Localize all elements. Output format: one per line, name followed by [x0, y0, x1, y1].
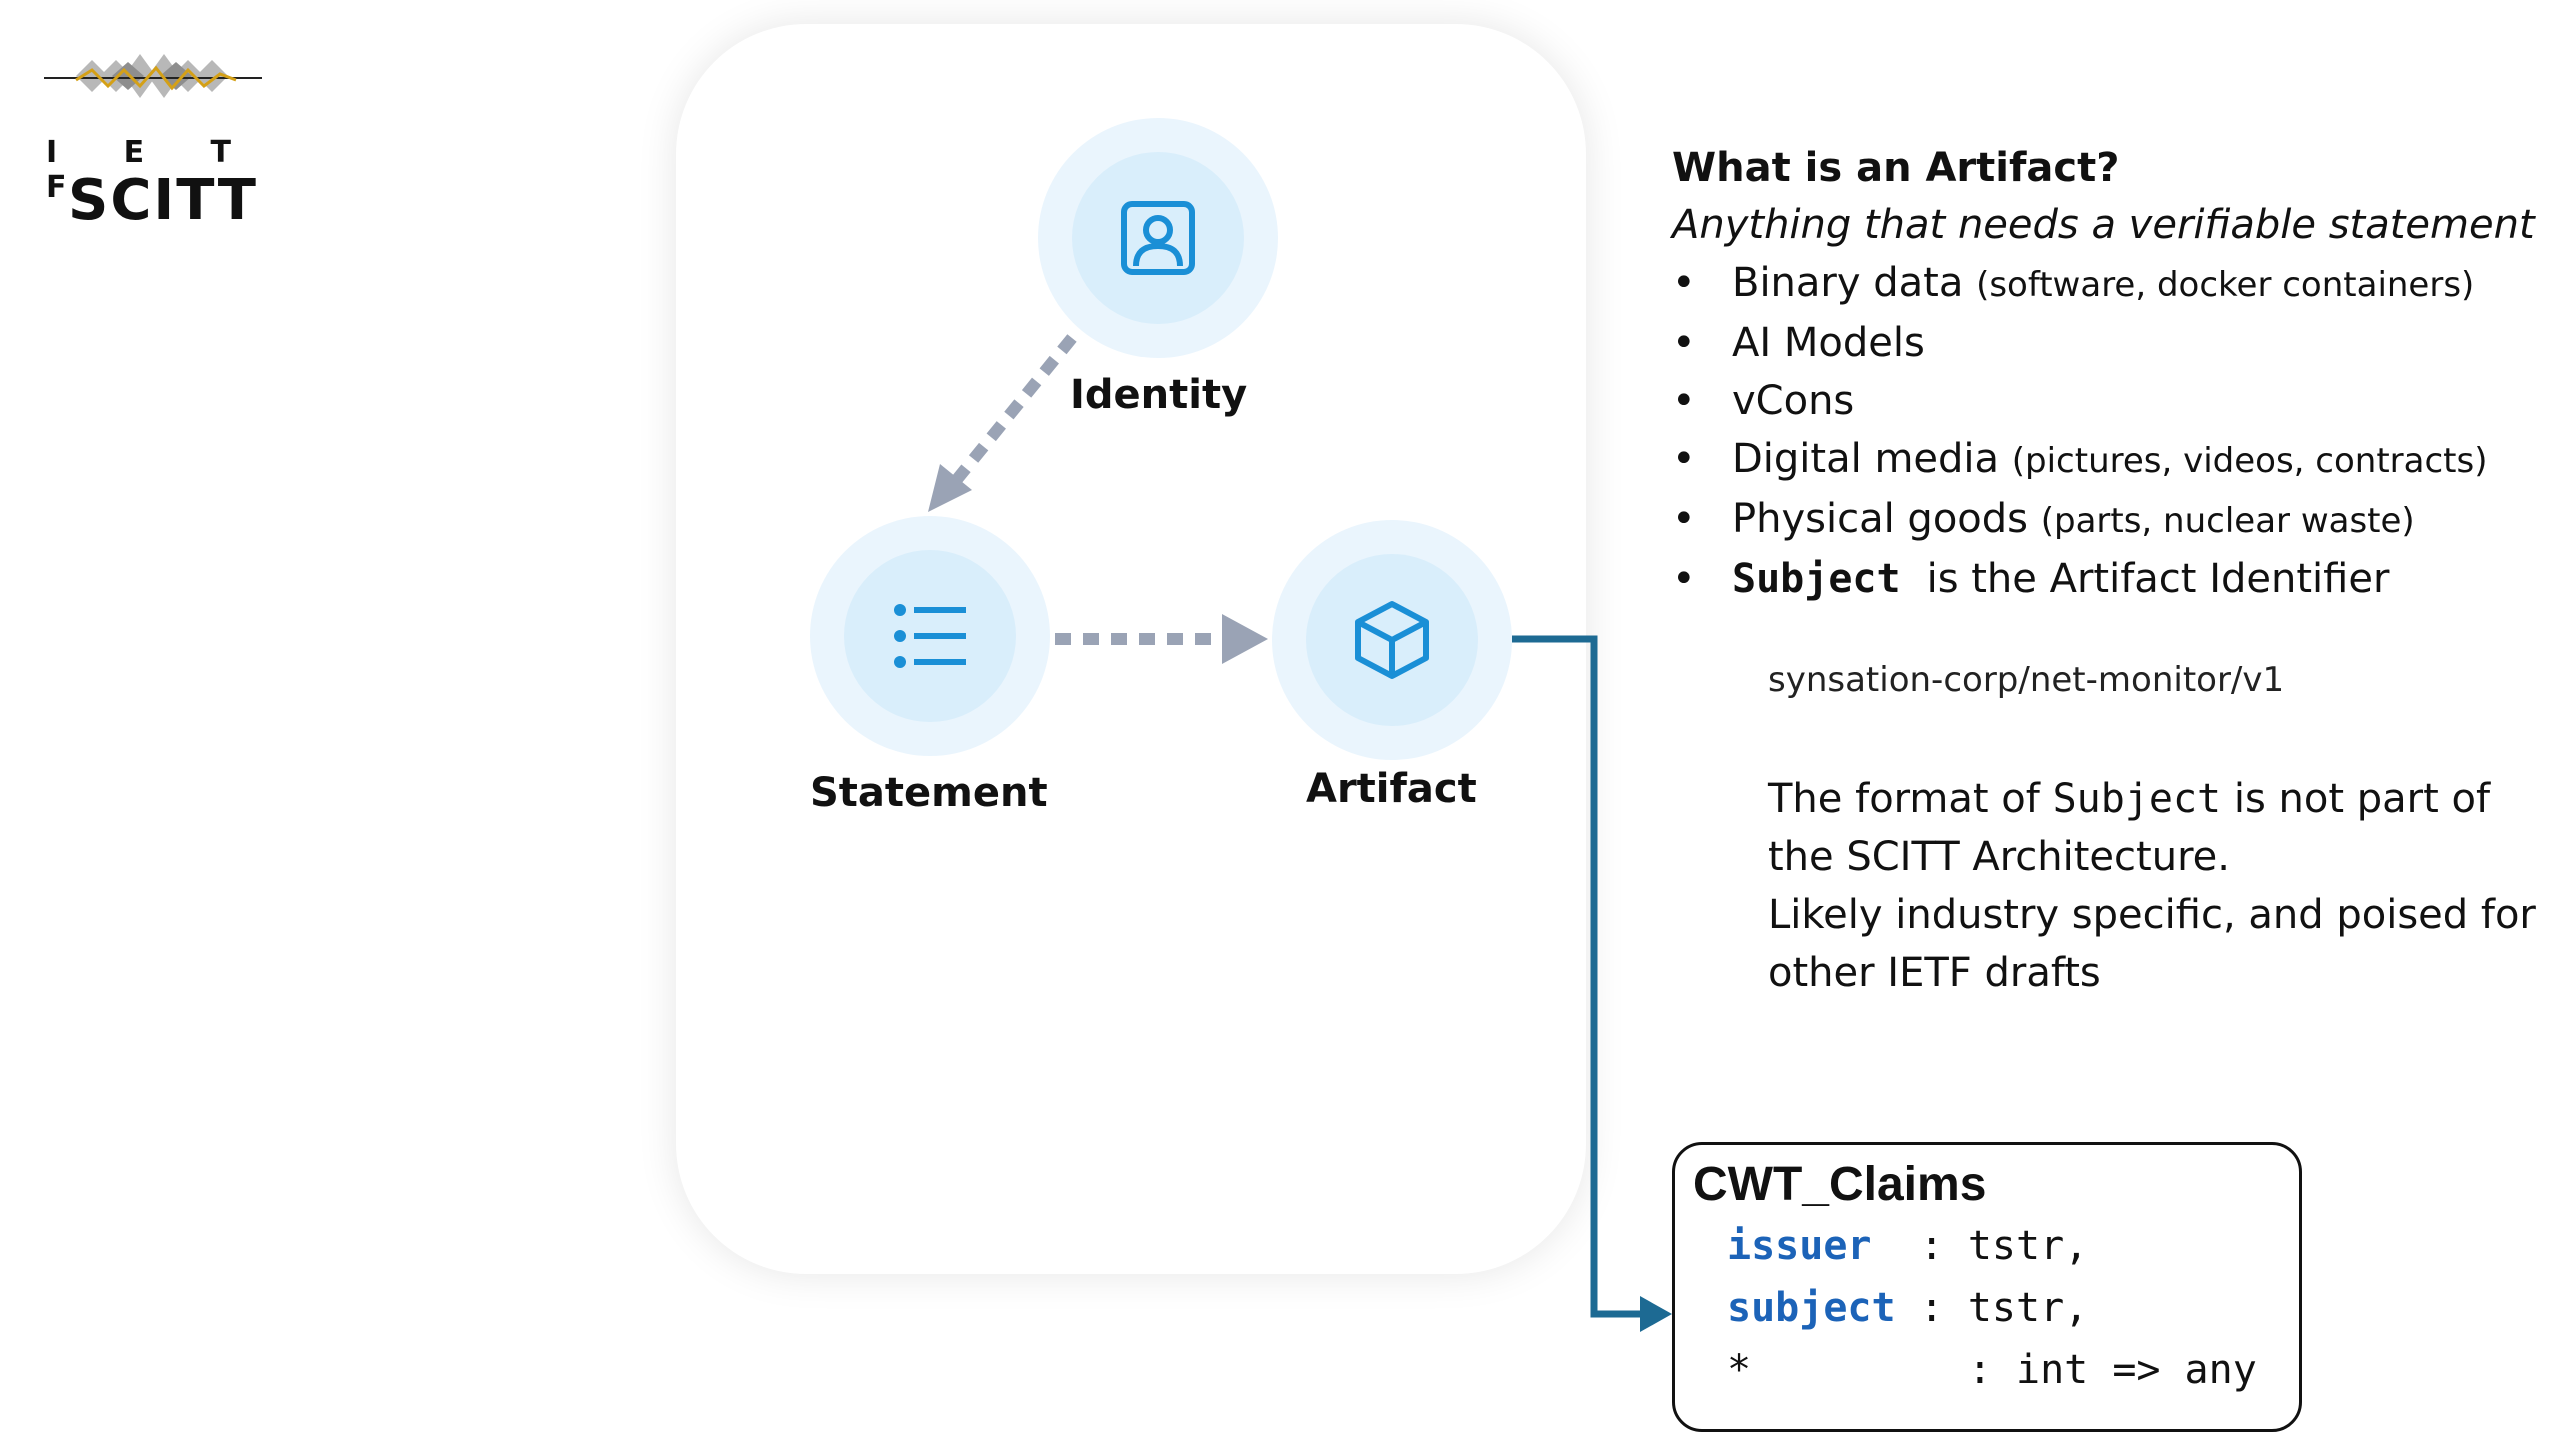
- artifact-node-inner: [1306, 554, 1478, 726]
- bullet-vcons: vCons: [1672, 372, 2552, 430]
- bullet-binary-data: Binary data (software, docker containers…: [1672, 254, 2552, 314]
- ietf-scitt-logo: I E T F SCITT: [36, 40, 276, 233]
- bullet-physical-goods: Physical goods (parts, nuclear waste): [1672, 490, 2552, 550]
- bullet-text: Physical goods: [1732, 496, 2028, 542]
- artifact-bullet-list: Binary data (software, docker containers…: [1672, 254, 2552, 608]
- statement-label: Statement: [810, 770, 1048, 816]
- cwt-claims-title: CWT_Claims: [1693, 1158, 1987, 1211]
- bullet-note: (pictures, videos, contracts): [2011, 441, 2488, 481]
- bullet-note: (software, docker containers): [1976, 265, 2475, 305]
- claim-type: : tstr,: [1871, 1223, 2089, 1269]
- para-text-1a: The format of: [1768, 776, 2053, 822]
- cube-icon: [1355, 601, 1429, 679]
- artifact-label: Artifact: [1306, 766, 1477, 812]
- subject-example: synsation-corp/net-monitor/v1: [1768, 660, 2285, 700]
- claim-line-issuer: issuer : tstr,: [1727, 1223, 2088, 1269]
- bullet-ai-models: AI Models: [1672, 314, 2552, 372]
- artifact-to-claims-arrowhead: [1640, 1296, 1672, 1332]
- bullet-text: Digital media: [1732, 436, 2000, 482]
- bullet-text: vCons: [1732, 378, 1855, 424]
- bullet-code: Subject: [1732, 556, 1901, 602]
- bullet-note: (parts, nuclear waste): [2040, 501, 2415, 541]
- claim-line-wildcard: * : int => any: [1727, 1347, 2257, 1393]
- identity-label: Identity: [1070, 372, 1248, 418]
- statement-node: [810, 516, 1050, 756]
- bullet-digital-media: Digital media (pictures, videos, contrac…: [1672, 430, 2552, 490]
- para-text-2: Likely industry specific, and poised for…: [1768, 892, 2536, 996]
- statement-node-inner: [844, 550, 1016, 722]
- bullet-text: is the Artifact Identifier: [1926, 556, 2390, 602]
- artifact-info: What is an Artifact? Anything that needs…: [1672, 140, 2552, 608]
- bullet-text: AI Models: [1732, 320, 1925, 366]
- para-text-1b: is not part of the SCITT Architecture.: [1768, 776, 2491, 880]
- list-icon: [894, 604, 966, 668]
- identity-node-inner: [1072, 152, 1244, 324]
- bullet-subject: Subject is the Artifact Identifier: [1672, 550, 2552, 608]
- id-badge-icon: [1121, 201, 1195, 275]
- claim-key: issuer: [1727, 1223, 1872, 1269]
- info-subtitle: Anything that needs a verifiable stateme…: [1672, 202, 2535, 248]
- info-title: What is an Artifact?: [1672, 145, 2120, 191]
- logo-org-text: I E T F: [46, 135, 260, 205]
- claim-type: : tstr,: [1895, 1285, 2089, 1331]
- cwt-claims-box: CWT_Claims issuer : tstr, subject : tstr…: [1672, 1142, 2302, 1432]
- artifact-node: [1272, 520, 1512, 760]
- claim-line-subject: subject : tstr,: [1727, 1285, 2088, 1331]
- subject-format-paragraph: The format of Subject is not part of the…: [1768, 770, 2548, 1002]
- para-code: Subject: [2052, 776, 2222, 822]
- logo-diamond-mark: [44, 54, 262, 98]
- claim-key: subject: [1727, 1285, 1896, 1331]
- identity-node: [1038, 118, 1278, 358]
- bullet-text: Binary data: [1732, 260, 1964, 306]
- claim-type: * : int => any: [1727, 1347, 2257, 1393]
- logo-name-text: SCITT: [68, 168, 258, 233]
